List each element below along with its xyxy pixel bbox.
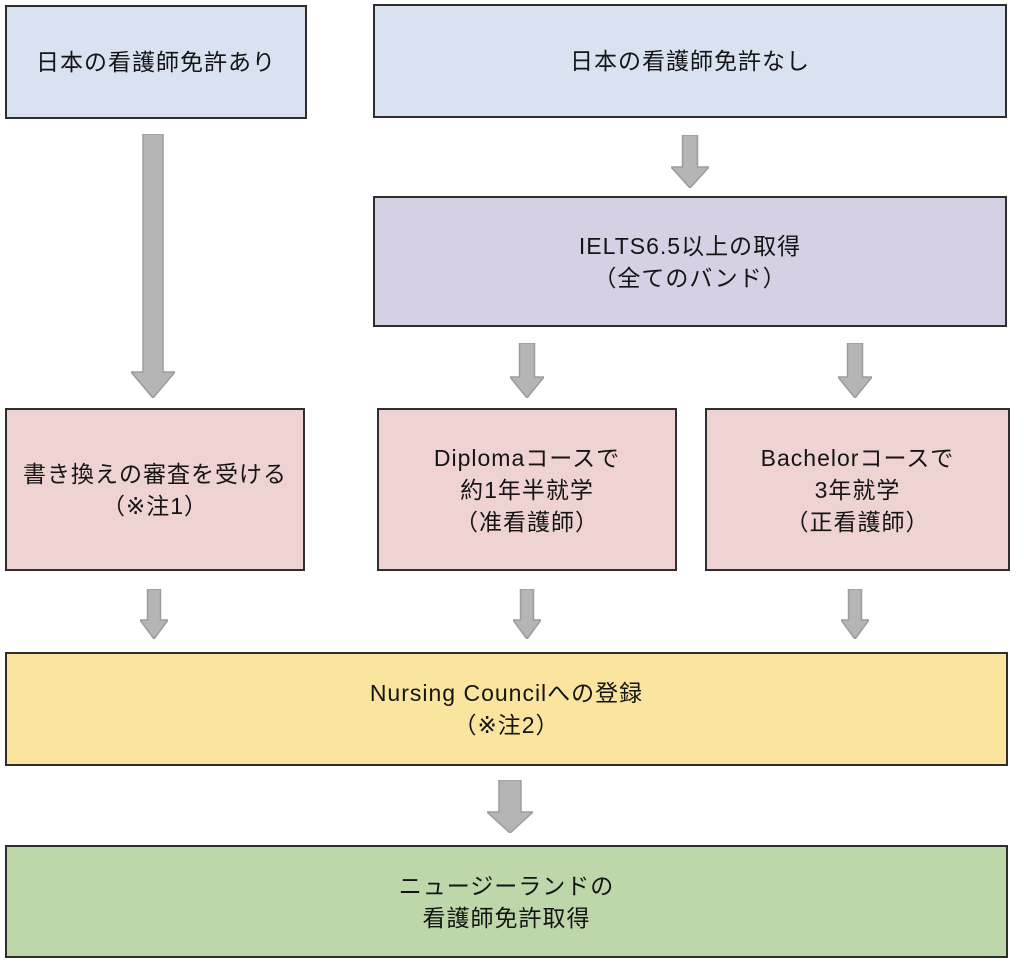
- node-japan-license-no-label: 日本の看護師免許なし: [570, 48, 810, 74]
- arrow-down-icon: [140, 589, 168, 639]
- arrow-down-icon: [510, 343, 544, 398]
- arrow-down-long-icon: [131, 134, 175, 398]
- node-japan-license-no: 日本の看護師免許なし: [373, 4, 1007, 118]
- node-rewrite-review-label: 書き換えの審査を受ける （※注1）: [23, 460, 287, 519]
- node-nz-license-label: ニュージーランドの 看護師免許取得: [398, 872, 615, 931]
- node-ielts: IELTS6.5以上の取得 （全てのバンド）: [373, 196, 1007, 327]
- node-japan-license-yes-label: 日本の看護師免許あり: [36, 49, 276, 75]
- node-bachelor-course-label: Bachelorコースで 3年就学 （正看護師）: [760, 444, 955, 535]
- arrow-down-icon: [841, 589, 869, 639]
- arrow-down-icon: [838, 343, 872, 398]
- node-rewrite-review: 書き換えの審査を受ける （※注1）: [5, 408, 305, 571]
- node-bachelor-course: Bachelorコースで 3年就学 （正看護師）: [705, 408, 1010, 571]
- node-nz-license: ニュージーランドの 看護師免許取得: [5, 845, 1008, 958]
- node-japan-license-yes: 日本の看護師免許あり: [5, 5, 307, 119]
- node-nursing-council: Nursing Councilへの登録 （※注2）: [5, 652, 1008, 766]
- node-diploma-course-label: Diplomaコースで 約1年半就学 （准看護師）: [433, 444, 621, 535]
- arrow-down-icon: [671, 135, 709, 188]
- arrow-down-icon: [487, 780, 533, 833]
- arrow-down-icon: [513, 589, 541, 639]
- node-nursing-council-label: Nursing Councilへの登録 （※注2）: [369, 680, 644, 738]
- node-diploma-course: Diplomaコースで 約1年半就学 （准看護師）: [377, 408, 677, 571]
- node-ielts-label: IELTS6.5以上の取得 （全てのバンド）: [578, 232, 802, 291]
